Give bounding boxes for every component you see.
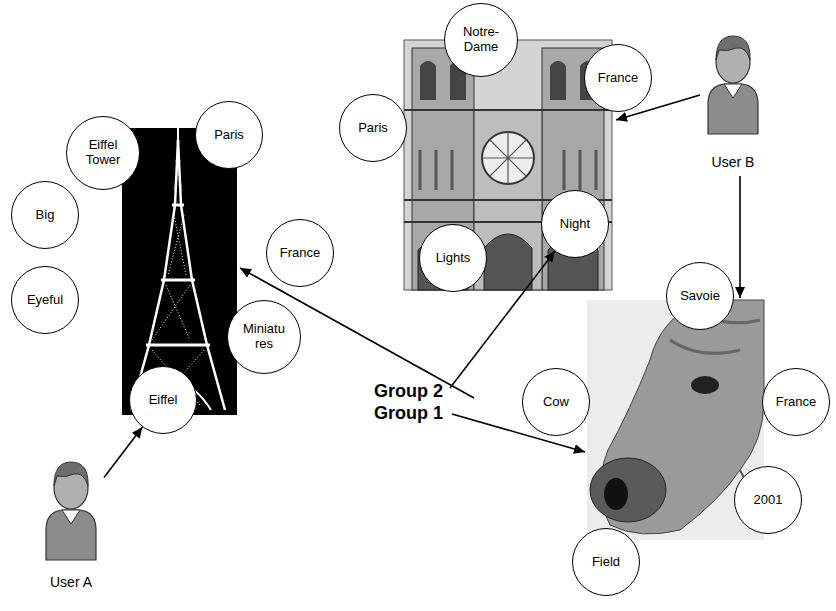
- node-text: Savoie: [680, 289, 720, 304]
- pointer-arrow: [739, 176, 741, 298]
- tag-circle: Field: [572, 528, 640, 596]
- tag-circle: France: [762, 368, 830, 436]
- node-text: France: [598, 71, 638, 86]
- node-text: Lights: [436, 251, 471, 266]
- node-text: Cow: [543, 395, 569, 410]
- tag-circle: 2001: [734, 466, 802, 534]
- node-text: Night: [560, 217, 590, 232]
- cow-nostril: [604, 478, 628, 510]
- node-text: Paris: [358, 121, 388, 136]
- tower-windows: [420, 61, 596, 100]
- facade-columns: [420, 150, 596, 190]
- tag-circle: Miniatu res: [227, 300, 301, 374]
- node-text: User B: [710, 154, 757, 170]
- node-text: User A: [48, 574, 94, 590]
- tag-circle: Paris: [339, 94, 407, 162]
- group-label: Group 2: [374, 380, 443, 402]
- tag-circle: Cow: [522, 368, 590, 436]
- node-text: Eiffel Tower: [74, 138, 132, 168]
- tag-circle: Big: [11, 181, 79, 249]
- node-text: Big: [36, 208, 55, 223]
- user-icon: [46, 462, 96, 560]
- node-text: Notre-Dame: [452, 25, 510, 55]
- tag-circle: France: [266, 219, 334, 287]
- tag-circle: Eiffel: [129, 366, 197, 434]
- user-figure: User A: [38, 452, 104, 590]
- user-figure: User B: [700, 30, 766, 170]
- tag-circle: Eyeful: [11, 266, 79, 334]
- rose-window: [482, 132, 534, 184]
- tag-circle: France: [584, 44, 652, 112]
- arrow-connector: [104, 427, 142, 478]
- tower-leg: [178, 140, 225, 410]
- node-text: Paris: [214, 128, 244, 143]
- node-text: France: [280, 246, 320, 261]
- node-text: Field: [592, 555, 620, 570]
- group-label: Group 1: [374, 402, 443, 424]
- node-text: Eiffel: [149, 393, 178, 408]
- node-text: Eyeful: [27, 293, 63, 308]
- cow-muzzle: [590, 458, 666, 522]
- tag-circle: Night: [541, 190, 609, 258]
- user-icon: [708, 36, 758, 134]
- tag-circle: Eiffel Tower: [66, 116, 140, 190]
- tag-circle: Notre-Dame: [444, 3, 518, 77]
- tag-circle: Paris: [195, 101, 263, 169]
- node-text: France: [776, 395, 816, 410]
- tower-platform: [146, 205, 210, 345]
- cow-eye: [691, 376, 719, 394]
- node-text: 2001: [754, 493, 783, 508]
- node-text: Miniatu res: [235, 322, 293, 352]
- rose-spokes: [482, 132, 534, 184]
- tower-antenna: [177, 128, 179, 142]
- tag-circle: Savoie: [666, 262, 734, 330]
- tag-circle: Lights: [419, 224, 487, 292]
